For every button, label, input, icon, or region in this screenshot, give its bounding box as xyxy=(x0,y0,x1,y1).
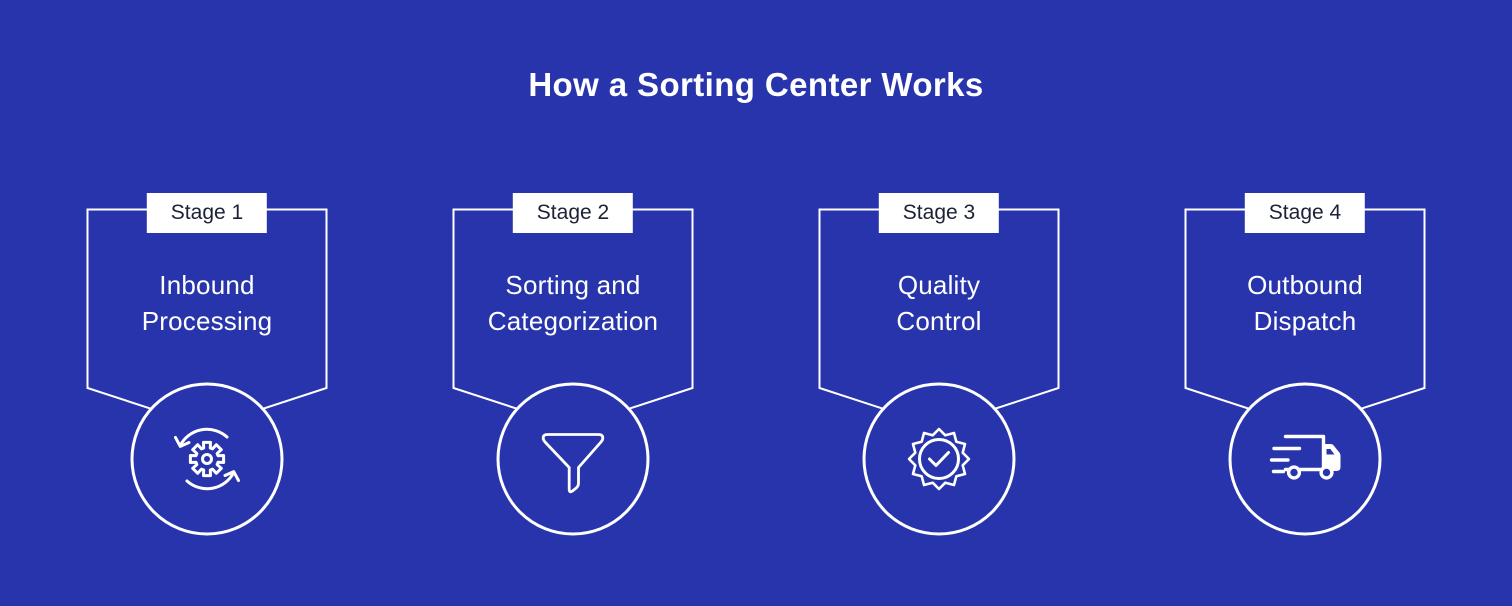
stage-title-line: Outbound xyxy=(1247,270,1363,300)
stage-title: Inbound Processing xyxy=(86,267,328,339)
stage-title-line: Categorization xyxy=(487,306,659,336)
stage-badge: Stage 2 xyxy=(512,193,634,233)
stage-3-card: Stage 3 Quality Control xyxy=(818,191,1060,551)
stage-banner-shape xyxy=(1184,208,1426,536)
stage-badge: Stage 1 xyxy=(146,193,268,233)
stage-badge-label: Stage 1 xyxy=(170,201,244,224)
stage-banner-shape xyxy=(86,208,328,536)
stage-badge-label: Stage 3 xyxy=(902,201,976,224)
stage-badge-label: Stage 4 xyxy=(1268,201,1342,224)
stage-title: Sorting and Categorization xyxy=(452,267,694,339)
stage-title: Outbound Dispatch xyxy=(1184,267,1426,339)
stage-title-line: Dispatch xyxy=(1253,306,1357,336)
stage-2-card: Stage 2 Sorting and Categorization xyxy=(452,191,694,551)
stage-4-card: Stage 4 Outbound Dispatch xyxy=(1184,191,1426,551)
stage-title-line: Sorting and xyxy=(505,270,641,300)
stage-title: Quality Control xyxy=(818,267,1060,339)
seal-check-icon xyxy=(907,427,971,491)
funnel-icon xyxy=(541,433,605,494)
stage-badge: Stage 4 xyxy=(1244,193,1366,233)
stage-badge-label: Stage 2 xyxy=(536,201,610,224)
truck-icon xyxy=(1269,434,1341,480)
page-title: How a Sorting Center Works xyxy=(528,66,984,103)
stage-title-line: Control xyxy=(896,306,982,336)
stage-badge: Stage 3 xyxy=(878,193,1000,233)
stage-title-line: Quality xyxy=(897,270,981,300)
stage-banner-shape xyxy=(452,208,694,536)
stage-1-card: Stage 1 Inbound Processing xyxy=(86,191,328,551)
stage-title-line: Processing xyxy=(141,306,273,336)
stage-banner-shape xyxy=(818,208,1060,536)
gear-sync-icon xyxy=(174,427,240,491)
stage-title-line: Inbound xyxy=(159,270,255,300)
